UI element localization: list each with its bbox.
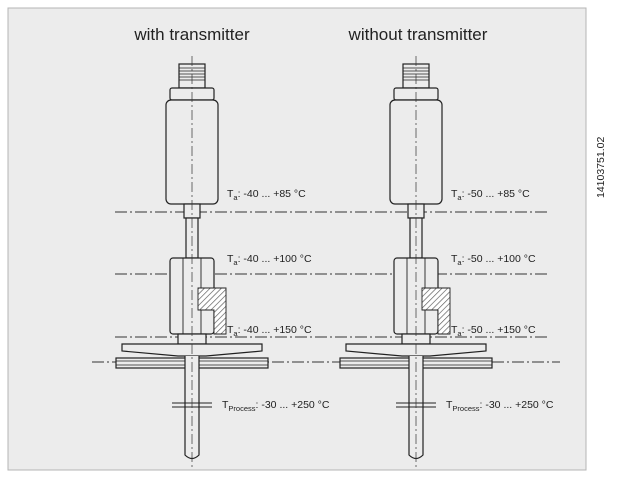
section-hatch-right <box>421 287 451 335</box>
temp-label-left-process: TProcess: -30 ... +250 °C <box>222 399 330 413</box>
temp-label-left-head: Ta: -40 ... +85 °C <box>227 188 306 202</box>
temp-label-left-clamp: Ta: -40 ... +150 °C <box>227 324 312 338</box>
temp-label-right-head: Ta: -50 ... +85 °C <box>451 188 530 202</box>
temp-label-right-process: TProcess: -30 ... +250 °C <box>446 399 554 413</box>
section-hatch-left <box>197 287 227 335</box>
document-number: 14103751.02 <box>595 137 607 198</box>
title-with-transmitter: with transmitter <box>133 25 250 44</box>
temp-label-right-clamp: Ta: -50 ... +150 °C <box>451 324 536 338</box>
temp-label-right-neck: Ta: -50 ... +100 °C <box>451 253 536 267</box>
title-without-transmitter: without transmitter <box>348 25 488 44</box>
diagram-panel <box>7 7 587 471</box>
temp-label-left-neck: Ta: -40 ... +100 °C <box>227 253 312 267</box>
